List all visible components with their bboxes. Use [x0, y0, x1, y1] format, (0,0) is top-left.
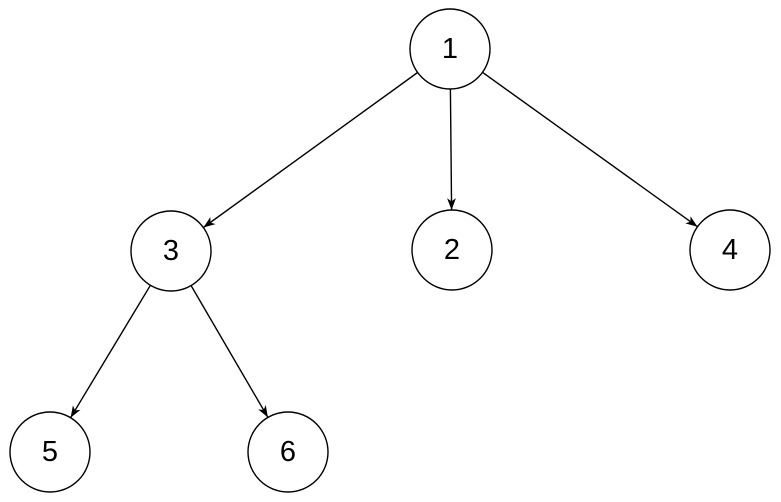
node-circle-4	[689, 209, 771, 291]
tree-node-3: 3	[130, 210, 212, 292]
tree-node-2: 2	[411, 209, 493, 291]
node-label-5: 5	[42, 436, 58, 468]
node-label-4: 4	[722, 234, 738, 266]
node-label-6: 6	[280, 436, 296, 468]
edge-3-5	[70, 284, 151, 419]
node-label-3: 3	[163, 235, 179, 267]
node-circle-1	[409, 8, 491, 90]
edge-1-2	[447, 88, 456, 211]
edge-1-4	[482, 71, 698, 228]
node-circle-6	[247, 411, 329, 493]
tree-node-1: 1	[409, 8, 491, 90]
node-circle-3	[130, 210, 212, 292]
nodes-layer: 1 3 2 4 5 6	[9, 8, 771, 493]
tree-node-6: 6	[247, 411, 329, 493]
node-circle-2	[411, 209, 493, 291]
edge-3-6	[190, 285, 269, 418]
edge-1-3	[202, 71, 419, 229]
node-circle-5	[9, 411, 91, 493]
edges-layer	[70, 71, 698, 419]
node-label-1: 1	[442, 33, 458, 65]
tree-node-4: 4	[689, 209, 771, 291]
tree-node-5: 5	[9, 411, 91, 493]
node-label-2: 2	[444, 234, 460, 266]
